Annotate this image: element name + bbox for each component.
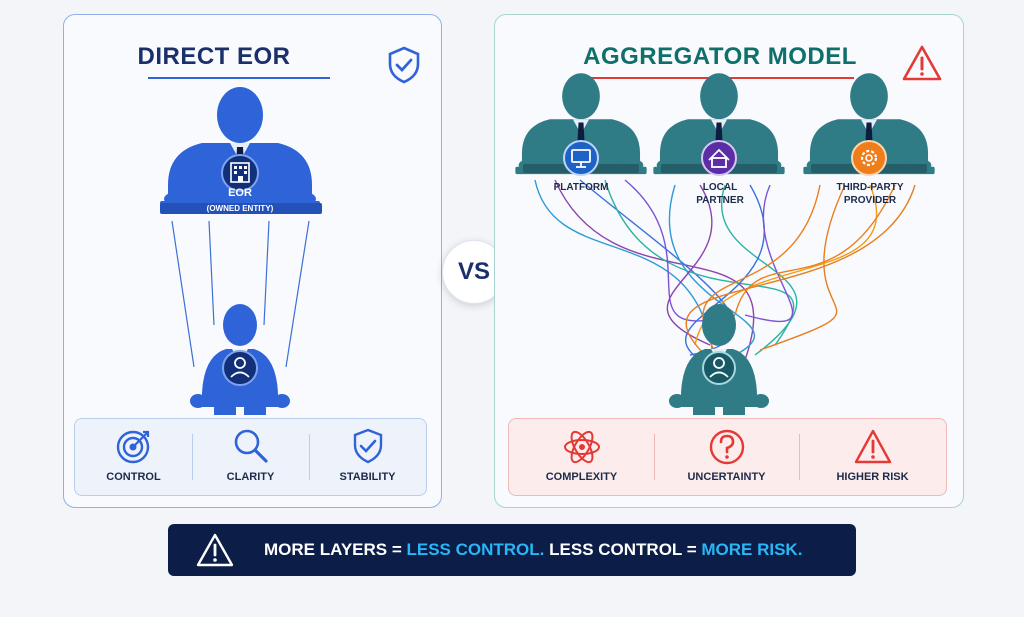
warning-icon	[854, 429, 892, 464]
benefit-label: CLARITY	[226, 471, 275, 483]
benefits-bar: CONTROL CLARITY STABILITY	[74, 418, 427, 496]
string	[208, 220, 215, 326]
user-icon	[702, 351, 736, 385]
monitor-icon	[563, 140, 599, 176]
divider	[192, 434, 193, 480]
house-icon	[701, 140, 737, 176]
banner-highlight: LESS CONTROL.	[406, 540, 545, 559]
risk-uncertainty: UNCERTAINTY	[654, 419, 799, 495]
building-icon	[221, 154, 259, 192]
banner-message: MORE LAYERS = LESS CONTROL. LESS CONTROL…	[264, 540, 802, 560]
string	[263, 220, 270, 326]
benefit-label: STABILITY	[339, 471, 396, 483]
risks-bar: COMPLEXITY UNCERTAINTY HIGHER RISK	[508, 418, 947, 496]
eor-sublabel: (OWNED ENTITY)	[206, 204, 274, 213]
direct-eor-title: DIRECT EOR	[137, 43, 291, 70]
benefit-stability: STABILITY	[309, 419, 426, 495]
puppeteer-label-local-partner: LOCAL PARTNER	[696, 182, 744, 206]
title-underline	[148, 77, 330, 79]
direct-eor-panel: DIRECT EOR EOR (OWNED	[63, 14, 442, 508]
eor-label: EOR	[228, 187, 252, 199]
aggregator-title: AGGREGATOR MODEL	[583, 43, 857, 70]
risk-complexity: COMPLEXITY	[509, 419, 654, 495]
target-icon	[116, 430, 150, 464]
control-bar	[160, 203, 322, 214]
string	[285, 220, 310, 368]
aggregator-panel: AGGREGATOR MODEL	[494, 14, 964, 508]
warning-icon	[196, 533, 234, 567]
risk-higher-risk: HIGHER RISK	[799, 419, 946, 495]
risk-label: COMPLEXITY	[545, 471, 618, 483]
warning-icon	[902, 45, 942, 81]
banner-text: LESS CONTROL =	[544, 540, 702, 559]
aggregator-illustration	[515, 73, 935, 415]
shield-check-icon	[353, 428, 383, 464]
divider	[654, 434, 655, 480]
divider	[799, 434, 800, 480]
risk-label: UNCERTAINTY	[687, 471, 766, 483]
divider	[309, 434, 310, 480]
question-icon	[709, 429, 745, 465]
magnifier-icon	[234, 429, 268, 463]
risk-label: HIGHER RISK	[836, 471, 909, 483]
conclusion-banner: MORE LAYERS = LESS CONTROL. LESS CONTROL…	[168, 524, 856, 576]
gear-icon	[851, 140, 887, 176]
benefit-control: CONTROL	[75, 419, 192, 495]
benefit-clarity: CLARITY	[192, 419, 309, 495]
banner-highlight: MORE RISK.	[701, 540, 803, 559]
string	[171, 220, 195, 368]
banner-text: MORE LAYERS =	[264, 540, 407, 559]
direct-eor-illustration	[160, 87, 322, 415]
atom-icon	[564, 430, 600, 464]
puppeteer-label-third-party: THIRD-PARTY PROVIDER	[836, 182, 904, 206]
benefit-label: CONTROL	[106, 471, 161, 483]
tangled-strings	[534, 179, 916, 361]
user-icon	[222, 350, 258, 386]
shield-check-icon	[388, 46, 420, 84]
puppeteer-label-platform: PLATFORM	[553, 182, 609, 193]
